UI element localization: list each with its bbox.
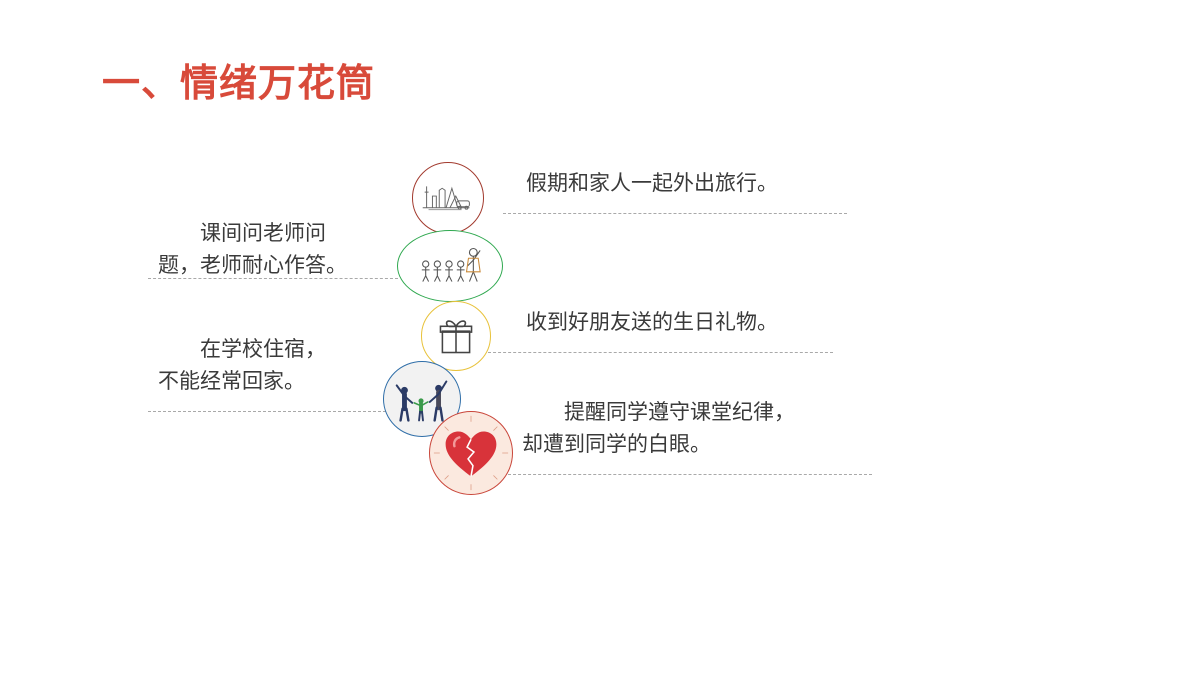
page-title: 一、情绪万花筒 xyxy=(102,61,376,105)
bubble-gift xyxy=(421,301,491,371)
rule-class xyxy=(148,278,398,279)
caption-reminder: 提醒同学遵守课堂纪律， 却遭到同学的白眼。 xyxy=(522,396,795,460)
caption-gift: 收到好朋友送的生日礼物。 xyxy=(526,306,778,338)
bubble-heart xyxy=(429,411,513,495)
caption-reminder-line1: 提醒同学遵守课堂纪律， xyxy=(564,400,795,424)
broken-heart-icon xyxy=(433,415,509,491)
caption-dorm-line2: 不能经常回家。 xyxy=(158,369,305,393)
rule-travel xyxy=(503,213,847,214)
rule-gift xyxy=(488,352,833,353)
caption-class-line2: 题，老师耐心作答。 xyxy=(158,253,347,277)
travel-sketch-icon xyxy=(422,186,470,211)
caption-travel: 假期和家人一起外出旅行。 xyxy=(526,167,778,199)
caption-dorm-line1: 在学校住宿， xyxy=(200,337,326,361)
caption-travel-text: 假期和家人一起外出旅行。 xyxy=(526,171,778,195)
bubble-travel xyxy=(412,162,484,234)
caption-dorm: 在学校住宿， 不能经常回家。 xyxy=(158,333,326,397)
rule-dorm xyxy=(148,411,386,412)
teacher-students-icon xyxy=(421,247,481,282)
caption-gift-text: 收到好朋友送的生日礼物。 xyxy=(526,310,778,334)
gift-box-icon xyxy=(439,320,473,354)
caption-reminder-line2: 却遭到同学的白眼。 xyxy=(522,432,711,456)
bubble-class xyxy=(397,230,503,302)
caption-class-line1: 课间问老师问 xyxy=(200,221,326,245)
family-hands-up-icon xyxy=(395,380,448,422)
caption-class: 课间问老师问 题，老师耐心作答。 xyxy=(158,217,347,281)
rule-reminder xyxy=(508,474,872,475)
